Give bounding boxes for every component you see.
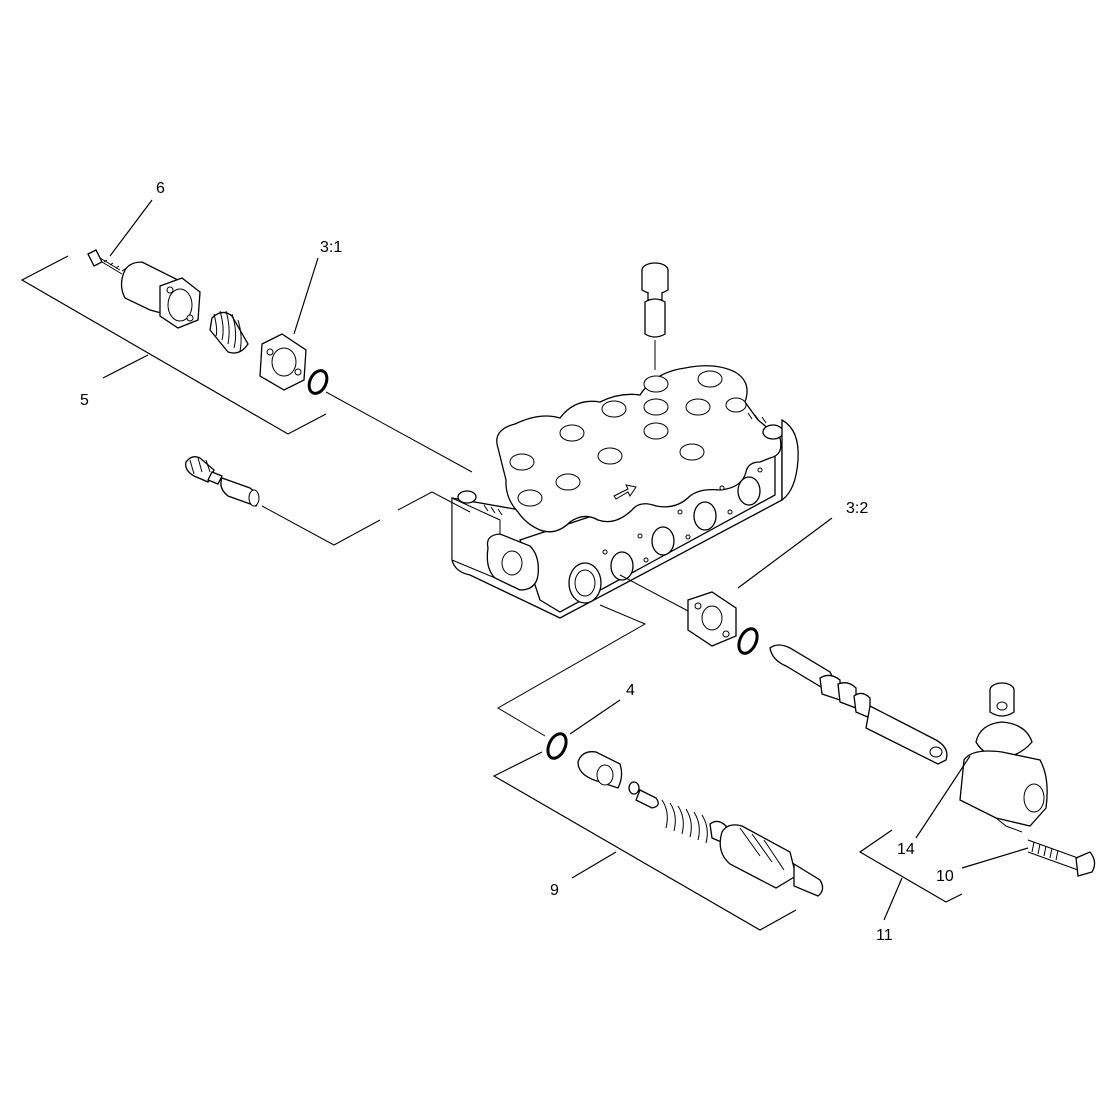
- label-6: 6: [156, 180, 165, 197]
- label-3-2: 3:2: [846, 500, 868, 517]
- label-10: 10: [936, 868, 954, 885]
- spool-assembly: [619, 574, 948, 765]
- label-11: 11: [876, 927, 893, 944]
- left-plug: [185, 456, 471, 546]
- top-plug: [641, 262, 669, 370]
- valve-block: [451, 365, 799, 619]
- callout-lines: [20, 199, 1029, 931]
- right-assembly: [959, 682, 1096, 877]
- label-3-1: 3:1: [320, 239, 342, 256]
- label-5: 5: [80, 392, 89, 409]
- label-14: 14: [897, 841, 915, 858]
- lower-assembly: [497, 604, 824, 897]
- label-4: 4: [626, 682, 635, 699]
- label-9: 9: [550, 882, 559, 899]
- left-assembly: [87, 249, 473, 473]
